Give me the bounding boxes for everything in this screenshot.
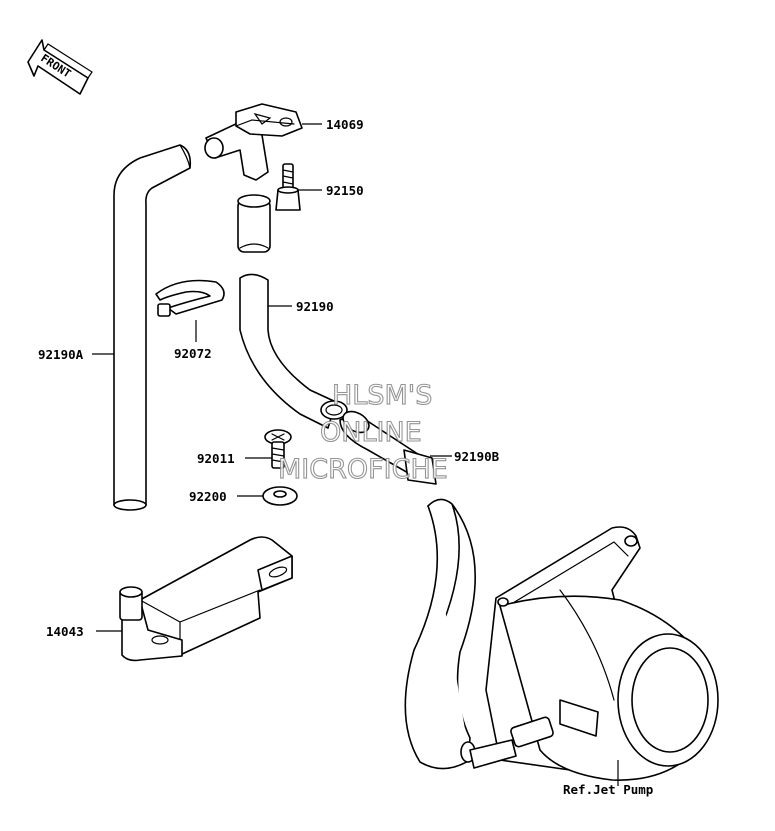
elbow-fitting <box>204 103 303 181</box>
hose-lower <box>339 410 437 485</box>
label-92190b: 92190B <box>454 449 500 464</box>
bolt-lower <box>264 429 292 469</box>
label-92190a: 92190A <box>38 347 84 362</box>
label-92150: 92150 <box>326 183 364 198</box>
label-92190: 92190 <box>296 299 334 314</box>
jet-pump <box>469 526 719 781</box>
watermark: HLSM'S ONLINE MICROFICHE <box>277 379 448 485</box>
bracket <box>119 536 293 662</box>
label-92072: 92072 <box>174 346 212 361</box>
leader-lines <box>92 123 619 786</box>
washer <box>262 486 298 506</box>
hose-long <box>113 144 192 511</box>
hose-short <box>237 194 271 253</box>
label-14043: 14043 <box>46 624 84 639</box>
watermark-line-2: ONLINE <box>320 417 422 448</box>
watermark-line-3: MICROFICHE <box>278 454 448 485</box>
watermark-line-1: HLSM'S <box>332 380 432 411</box>
clamp <box>155 279 225 317</box>
label-14069: 14069 <box>326 117 364 132</box>
label-jet-pump-ref: Ref.Jet Pump <box>563 782 653 797</box>
label-92200: 92200 <box>189 489 227 504</box>
front-arrow-badge: FRONT <box>27 39 93 95</box>
hose-pump <box>404 498 476 770</box>
bolt-upper <box>275 163 301 211</box>
hose-upper <box>239 273 348 429</box>
label-92011: 92011 <box>197 451 235 466</box>
